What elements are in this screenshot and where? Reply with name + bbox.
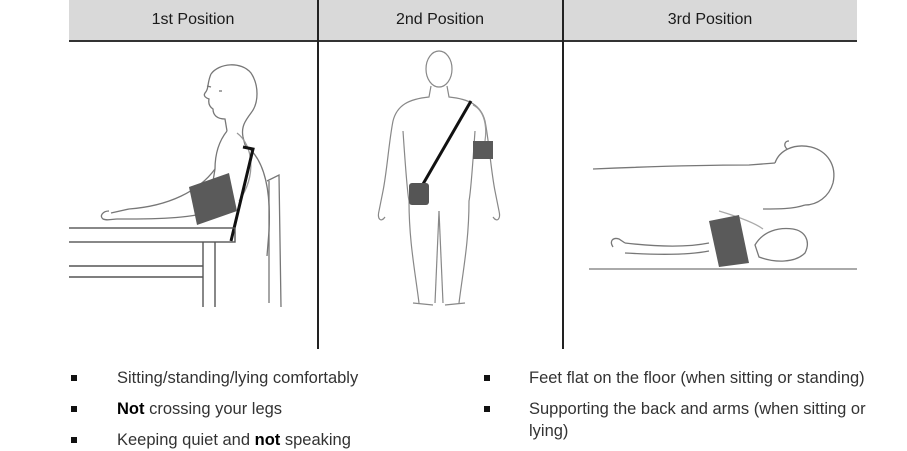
bullet-marker xyxy=(484,375,490,381)
bullet-text: crossing your legs xyxy=(145,400,283,418)
bullet-item-feet: Feet flat on the floor (when sitting or … xyxy=(529,367,865,389)
bullet-text: Sitting/standing/lying comfortably xyxy=(117,369,358,387)
header-label-3: 3rd Position xyxy=(668,11,753,29)
bullet-text: lying) xyxy=(529,422,568,440)
bullet-text: Keeping quiet and xyxy=(117,431,255,449)
header-cell-2: 2nd Position xyxy=(318,0,562,40)
sitting-position-illustration xyxy=(69,41,317,311)
column-divider-1 xyxy=(317,0,319,349)
standing-position-illustration xyxy=(369,41,509,313)
bullet-text: speaking xyxy=(280,431,351,449)
bullet-item-comfortable: Sitting/standing/lying comfortably xyxy=(117,367,358,389)
header-cell-1: 1st Position xyxy=(69,0,317,40)
bullet-marker xyxy=(71,406,77,412)
lying-position-illustration xyxy=(579,41,857,291)
bullet-bold-text: Not xyxy=(117,400,145,418)
bullet-item-support-cont: lying) xyxy=(529,420,568,442)
header-label-1: 1st Position xyxy=(152,11,235,29)
bullet-marker xyxy=(71,437,77,443)
bullet-item-support: Supporting the back and arms (when sitti… xyxy=(529,398,866,420)
bullet-text: Supporting the back and arms (when sitti… xyxy=(529,400,866,418)
header-label-2: 2nd Position xyxy=(396,11,484,29)
bullet-text: Feet flat on the floor (when sitting or … xyxy=(529,369,865,387)
column-divider-2 xyxy=(562,0,564,349)
header-cell-3: 3rd Position xyxy=(563,0,857,40)
bullet-bold-text: not xyxy=(255,431,281,449)
position-table: 1st Position 2nd Position 3rd Position xyxy=(69,0,857,349)
bullet-marker xyxy=(71,375,77,381)
bullet-marker xyxy=(484,406,490,412)
bullet-item-legs: Not crossing your legs xyxy=(117,398,282,420)
